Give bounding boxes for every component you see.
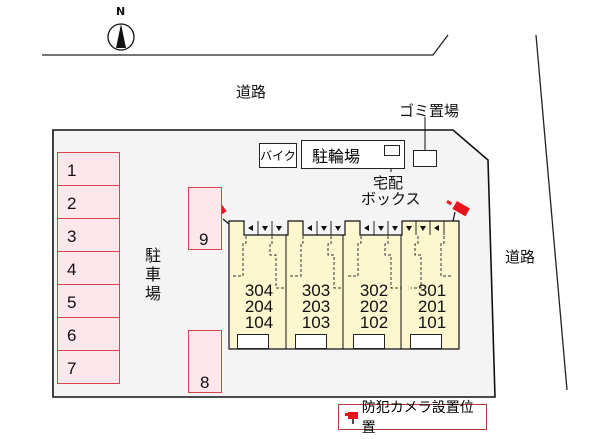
- road-label-right: 道路: [505, 248, 536, 266]
- parking-slot-5: 5: [57, 284, 120, 318]
- bicycle-parking-label: 駐輪場: [312, 146, 361, 166]
- parking-slot-4: 4: [57, 251, 120, 285]
- road-label-top: 道路: [236, 83, 267, 101]
- camera-icon: [345, 412, 358, 424]
- parking-slot-9: 9: [188, 187, 222, 250]
- camera-legend: 防犯カメラ設置位置: [338, 400, 487, 436]
- parking-slot-2: 2: [57, 185, 120, 219]
- apartment-building: [228, 220, 460, 350]
- parking-slot-8: 8: [188, 330, 222, 393]
- parking-slot-1: 1: [57, 152, 120, 186]
- entrance-101: [410, 334, 442, 349]
- compass-north-label: N: [116, 5, 126, 18]
- entrance-103: [295, 334, 327, 349]
- parking-label: 駐 車 場: [144, 246, 161, 303]
- bike-parking: バイク: [259, 143, 297, 168]
- camera-icon: [446, 200, 470, 222]
- parking-slot-6: 6: [57, 317, 120, 351]
- parking-slot-7: 7: [57, 350, 120, 384]
- camera-legend-label: 防犯カメラ設置位置: [361, 400, 474, 436]
- entrance-104: [237, 334, 269, 349]
- bike-label: バイク: [260, 149, 296, 163]
- garbage-label: ゴミ置場: [399, 102, 460, 120]
- delivery-box-label-2: ボックス: [361, 190, 421, 208]
- delivery-box: [384, 145, 400, 156]
- garbage-area: [413, 150, 437, 167]
- entrance-102: [353, 334, 385, 349]
- delivery-box-label-1: 宅配: [373, 174, 404, 192]
- parking-slot-3: 3: [57, 218, 120, 252]
